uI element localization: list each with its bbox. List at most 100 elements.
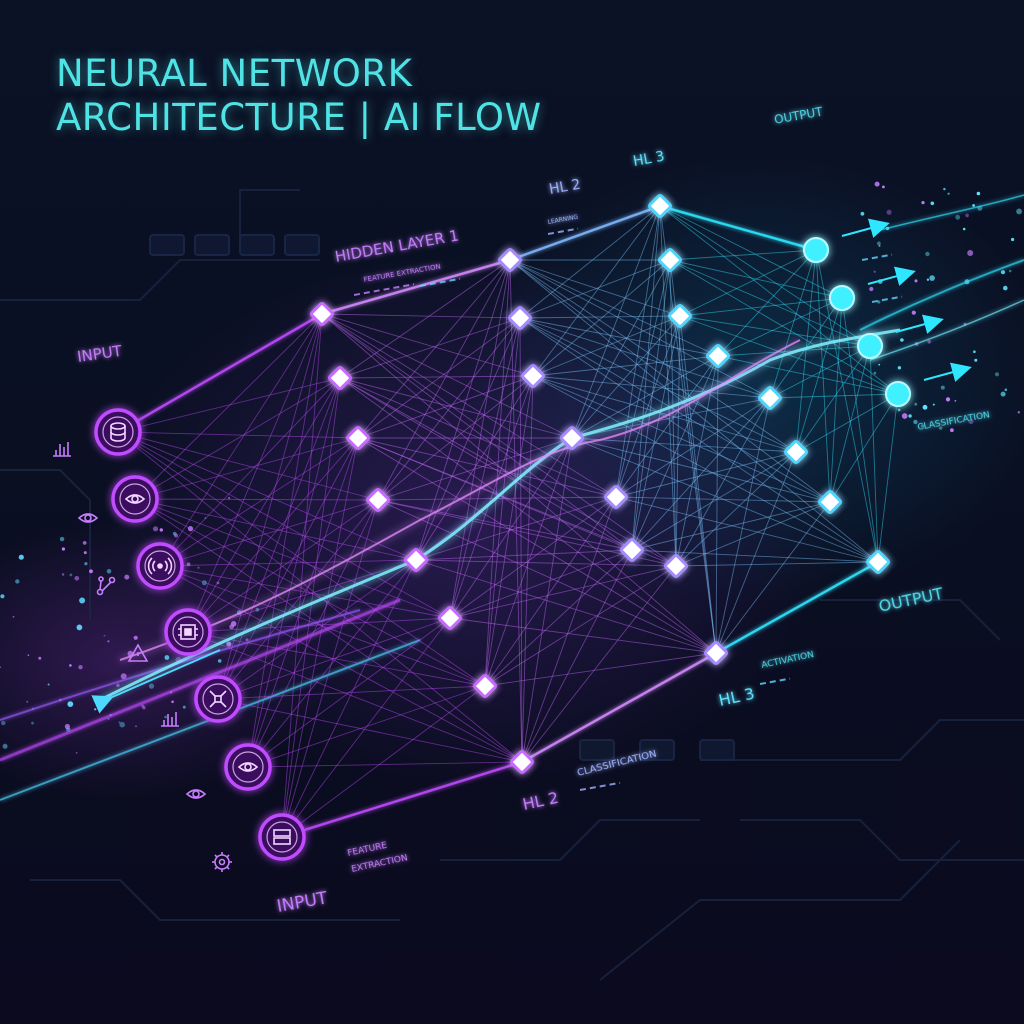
edge	[878, 394, 898, 562]
particle	[977, 192, 981, 196]
output-node	[858, 334, 882, 358]
hidden2-node	[705, 642, 728, 665]
particle	[104, 635, 106, 637]
particle	[174, 534, 178, 538]
circuit-chip	[580, 740, 614, 760]
particle	[929, 275, 935, 281]
circuit-chip	[150, 235, 184, 255]
deco-dash	[548, 229, 578, 234]
particle	[887, 210, 892, 215]
particle	[38, 657, 41, 660]
particle	[77, 625, 83, 631]
edge	[218, 378, 340, 699]
particle	[83, 541, 87, 545]
graph-icon	[98, 577, 115, 595]
particle	[28, 654, 30, 656]
diagram-title: NEURAL NETWORK ARCHITECTURE | AI FLOW	[56, 52, 542, 140]
label-hl3-top: HL 3	[632, 149, 666, 170]
edge	[520, 316, 680, 318]
label-learning: LEARNING	[547, 214, 579, 226]
particle	[879, 245, 881, 247]
particle	[965, 214, 969, 218]
particle	[3, 744, 8, 749]
particle	[135, 725, 137, 727]
edge	[160, 314, 322, 566]
particle	[915, 279, 918, 282]
particle	[923, 405, 928, 410]
edge	[450, 550, 632, 618]
edge	[676, 316, 680, 566]
particle	[165, 655, 170, 660]
hidden2-node	[509, 307, 532, 330]
particle	[914, 403, 917, 406]
particle	[925, 252, 929, 256]
edge	[485, 550, 632, 686]
hidden1-node	[367, 489, 390, 512]
hidden1-node	[439, 607, 462, 630]
particle	[84, 562, 87, 565]
particle	[967, 250, 973, 256]
particle	[946, 397, 950, 401]
particle	[153, 526, 158, 531]
particle	[1003, 286, 1008, 291]
particle	[963, 228, 966, 231]
particle	[62, 547, 65, 550]
label-hl2-top: HL 2	[548, 177, 582, 198]
edge	[716, 502, 830, 653]
edge	[282, 686, 485, 837]
particle	[84, 551, 87, 554]
circuit-chip	[195, 235, 229, 255]
particle	[164, 716, 167, 719]
edge	[796, 298, 842, 452]
edge-highlight	[660, 206, 816, 250]
bar-chart-icon	[161, 712, 179, 726]
particle	[974, 359, 977, 362]
gear-icon	[212, 852, 232, 872]
particle	[1009, 270, 1012, 273]
deco-dash	[760, 679, 790, 684]
particle	[898, 409, 901, 412]
particle	[229, 624, 234, 629]
label-hl3-bottom: HL 3	[717, 684, 756, 710]
hidden3-node	[649, 195, 672, 218]
particle	[948, 193, 950, 195]
input-node	[226, 745, 270, 789]
output-arrow	[842, 224, 886, 236]
particle	[874, 372, 877, 375]
particle	[950, 428, 954, 432]
edge	[830, 346, 870, 502]
particle	[912, 311, 916, 315]
particle	[48, 684, 50, 686]
particle	[943, 188, 945, 190]
particle	[124, 575, 129, 580]
edge	[716, 356, 718, 653]
label-feature-line1: FEATURE	[347, 841, 389, 859]
particle	[67, 701, 73, 707]
hidden2-node	[605, 486, 628, 509]
edge	[718, 298, 842, 356]
particle	[1001, 392, 1006, 397]
eye-icon	[79, 514, 97, 522]
label-output-top: OUTPUT	[773, 105, 824, 127]
particle	[94, 708, 96, 710]
edge	[135, 438, 358, 499]
edge	[660, 206, 898, 394]
circuit-trace	[0, 470, 90, 620]
particle	[861, 212, 865, 216]
label-activation: ACTIVATION	[761, 650, 815, 671]
edge-highlight	[510, 206, 660, 260]
particle	[927, 340, 931, 344]
edge	[282, 438, 358, 837]
hidden1-node	[511, 751, 534, 774]
particle	[874, 271, 876, 273]
particle	[171, 701, 174, 704]
edge	[796, 394, 898, 452]
flow-stream	[880, 195, 1024, 230]
particle	[941, 386, 945, 390]
label-classification-right: CLASSIFICATION	[917, 410, 991, 433]
particle	[13, 616, 15, 618]
particle	[908, 414, 911, 417]
output-arrow	[896, 320, 940, 332]
edge	[520, 318, 718, 356]
